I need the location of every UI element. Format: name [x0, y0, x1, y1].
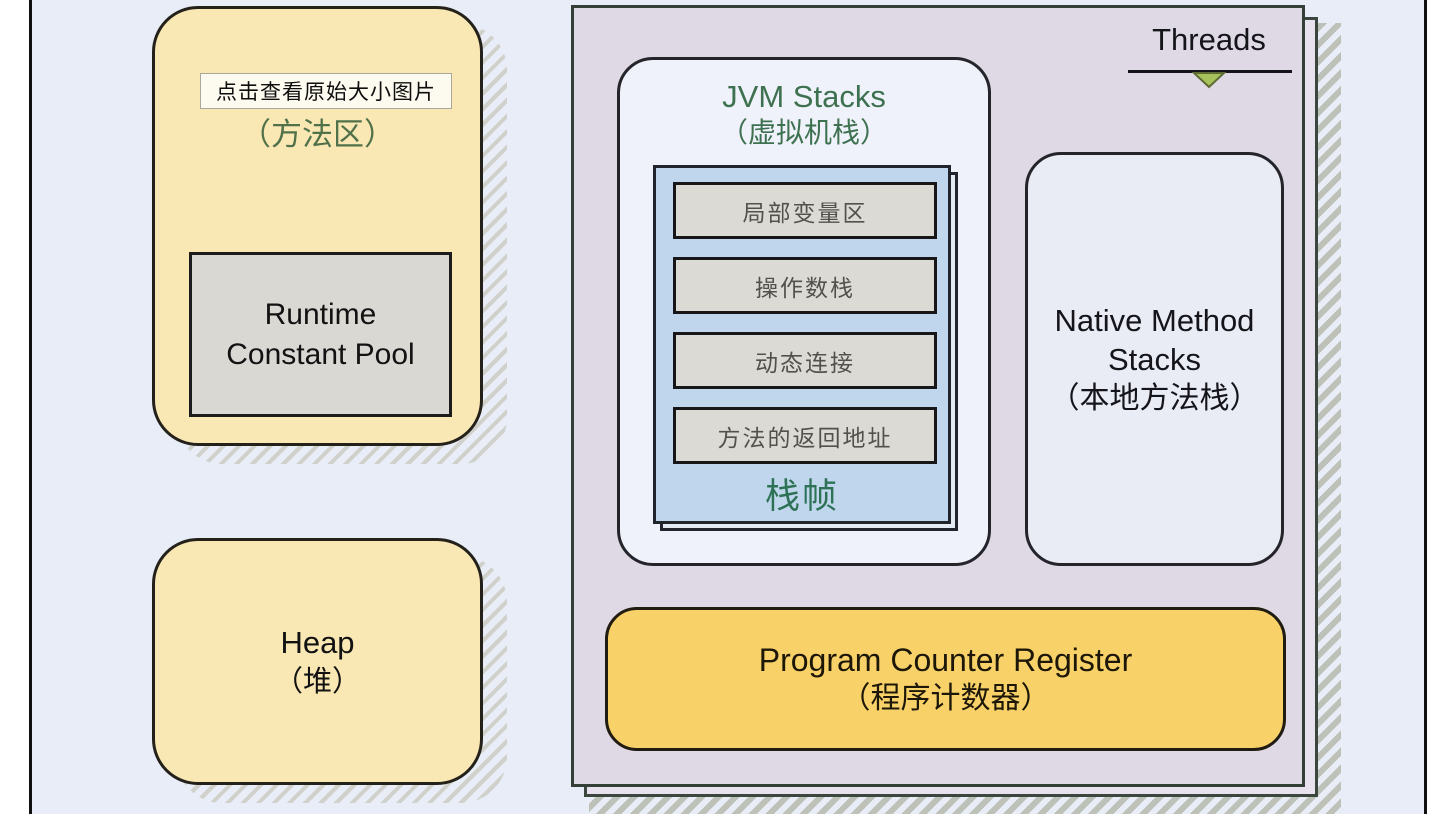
heap-title: Heap [280, 624, 355, 660]
frame-slot-local-variables: 局部变量区 [673, 182, 937, 239]
frame-slot-operand-stack: 操作数栈 [673, 257, 937, 314]
frame-slot-dynamic-linking: 动态连接 [673, 332, 937, 389]
stack-frame-label: 栈帧 [764, 477, 839, 516]
right-border-line [1424, 0, 1427, 814]
native-method-stacks-subtitle: （本地方法栈） [1049, 381, 1260, 415]
stack-frame-box: 局部变量区 操作数栈 动态连接 方法的返回地址 栈帧 [653, 165, 951, 524]
native-method-stacks-title: Native Method Stacks [1054, 302, 1255, 377]
heap-subtitle: （堆） [273, 665, 361, 698]
method-area-box: 点击查看原始大小图片 （方法区） Runtime Constant Pool [152, 6, 483, 446]
program-counter-title: Program Counter Register [758, 642, 1133, 678]
triangle-down-icon [1191, 72, 1227, 89]
method-area-label: （方法区） [240, 117, 395, 152]
left-border-line [29, 0, 32, 814]
threads-container: Threads JVM Stacks （虚拟机栈） 局部变量区 操作数栈 动态连… [571, 5, 1305, 787]
image-tooltip: 点击查看原始大小图片 [200, 73, 452, 109]
threads-label: Threads [1152, 22, 1266, 57]
jvm-stacks-box: JVM Stacks （虚拟机栈） 局部变量区 操作数栈 动态连接 方法的返回地… [617, 57, 991, 566]
native-method-stacks-box: Native Method Stacks （本地方法栈） [1025, 152, 1284, 566]
jvm-stacks-title: JVM Stacks [722, 79, 886, 114]
program-counter-register-box: Program Counter Register （程序计数器） [605, 607, 1286, 751]
threads-underline [1128, 70, 1292, 73]
heap-box: Heap （堆） [152, 538, 483, 785]
frame-slot-return-address: 方法的返回地址 [673, 407, 937, 464]
runtime-constant-pool-box: Runtime Constant Pool [189, 252, 452, 417]
jvm-stacks-subtitle: （虚拟机栈） [719, 117, 888, 148]
program-counter-subtitle: （程序计数器） [840, 682, 1051, 715]
jvm-stacks-heading: JVM Stacks （虚拟机栈） [620, 78, 988, 150]
